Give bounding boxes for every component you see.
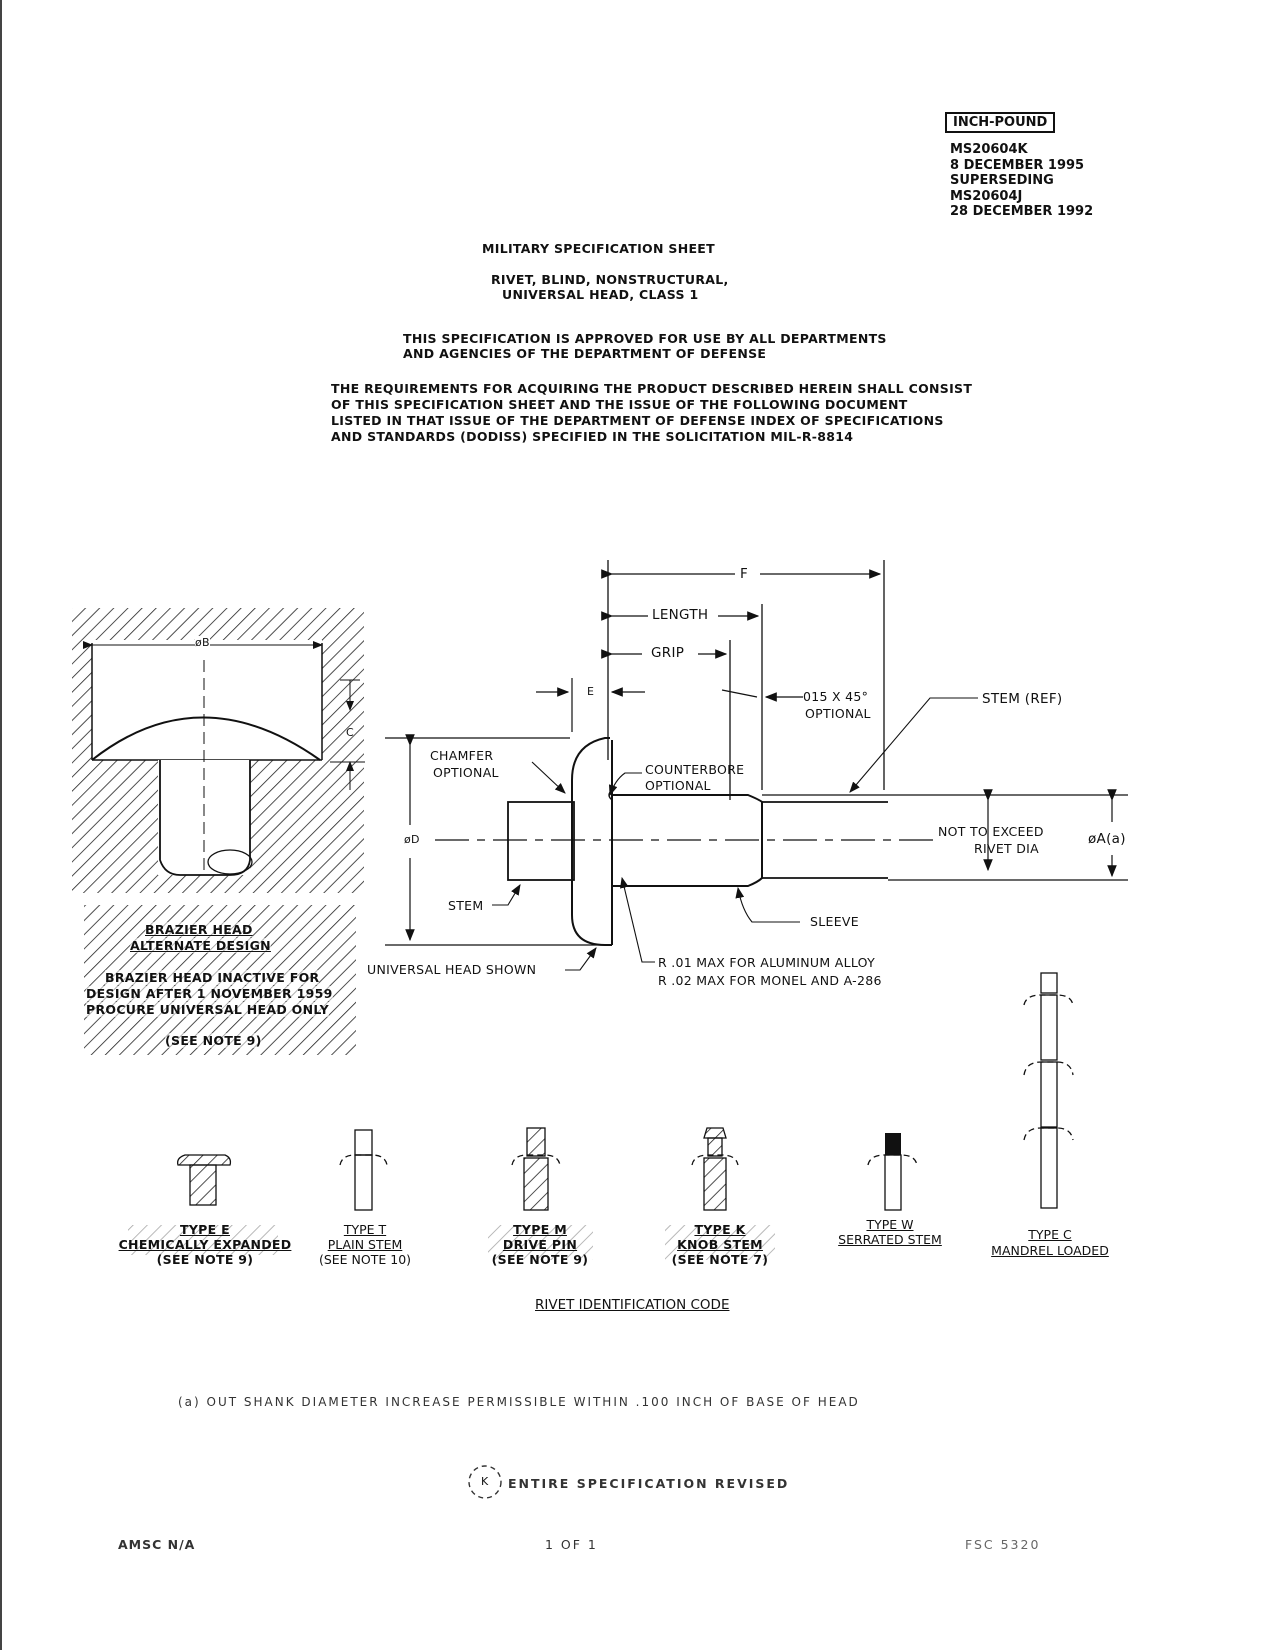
label-chamfer-optional: OPTIONAL	[805, 706, 871, 721]
footnote-a: (a) OUT SHANK DIAMETER INCREASE PERMISSI…	[178, 1395, 860, 1409]
label-dia-b: øB	[195, 636, 210, 649]
label-r01: R .01 MAX FOR ALUMINUM ALLOY	[658, 955, 876, 970]
label-length: LENGTH	[652, 607, 709, 623]
type-w-name: TYPE W	[866, 1217, 914, 1232]
superseded-date: 28 DECEMBER 1992	[950, 204, 1094, 219]
superseded-number: MS20604J	[950, 188, 1023, 204]
title-line1: RIVET, BLIND, NONSTRUCTURAL,	[491, 272, 729, 287]
type-w-desc: SERRATED STEM	[838, 1232, 942, 1247]
type-e-name: TYPE E	[120, 1222, 290, 1237]
label-f: F	[740, 566, 749, 582]
label-chamfer-optional-2: OPTIONAL	[433, 765, 499, 780]
inch-pound-box: INCH-POUND	[945, 112, 1056, 133]
requirements-line4: AND STANDARDS (DODISS) SPECIFIED IN THE …	[331, 429, 854, 444]
brazier-title-1: BRAZIER HEAD	[145, 922, 253, 937]
requirements-line3: LISTED IN THAT ISSUE OF THE DEPARTMENT O…	[331, 413, 944, 428]
type-t-name: TYPE T	[343, 1222, 387, 1237]
type-m-name: TYPE M	[480, 1222, 600, 1237]
brazier-head-detail	[72, 608, 365, 893]
type-k-note: (SEE NOTE 7)	[660, 1252, 780, 1267]
requirements-line1: THE REQUIREMENTS FOR ACQUIRING THE PRODU…	[331, 381, 973, 396]
label-stem-ref: STEM (REF)	[982, 691, 1063, 707]
doc-date: 8 DECEMBER 1995	[950, 157, 1085, 173]
type-c-icon	[1023, 972, 1074, 1209]
title-line2: UNIVERSAL HEAD, CLASS 1	[502, 287, 699, 302]
brazier-note-1: BRAZIER HEAD INACTIVE FOR	[105, 970, 320, 985]
footer-fsc: FSC 5320	[965, 1537, 1041, 1552]
requirements-line2: OF THIS SPECIFICATION SHEET AND THE ISSU…	[331, 397, 908, 412]
superseding-label: SUPERSEDING	[950, 173, 1054, 188]
label-c: C	[346, 726, 354, 739]
approval-line2: AND AGENCIES OF THE DEPARTMENT OF DEFENS…	[403, 346, 767, 361]
brazier-note-4: (SEE NOTE 9)	[165, 1033, 262, 1048]
brazier-note-3: PROCURE UNIVERSAL HEAD ONLY	[86, 1002, 330, 1017]
revision-symbol-icon	[468, 1465, 502, 1499]
label-dia-a: øA(a)	[1088, 831, 1126, 847]
label-e: E	[587, 685, 595, 698]
revision-symbol-letter: K	[481, 1475, 489, 1488]
type-t-note: (SEE NOTE 10)	[318, 1252, 412, 1267]
footer-amsc: AMSC N/A	[118, 1537, 196, 1552]
approval-line1: THIS SPECIFICATION IS APPROVED FOR USE B…	[403, 331, 887, 346]
label-counterbore-optional: OPTIONAL	[645, 778, 711, 793]
brazier-title-2: ALTERNATE DESIGN	[130, 938, 271, 953]
rivet-identification-code-title: RIVET IDENTIFICATION CODE	[535, 1297, 730, 1313]
type-t-desc: PLAIN STEM	[327, 1237, 403, 1252]
revision-text: ENTIRE SPECIFICATION REVISED	[508, 1476, 790, 1491]
type-c-name: TYPE C	[1028, 1227, 1072, 1242]
label-dia-d: øD	[404, 833, 420, 846]
document-id-block: MS20604K 8 DECEMBER 1995 SUPERSEDING MS2…	[950, 142, 1093, 220]
label-counterbore: COUNTERBORE	[645, 762, 745, 777]
type-e-desc: CHEMICALLY EXPANDED	[115, 1237, 295, 1252]
brazier-note-2: DESIGN AFTER 1 NOVEMBER 1959	[86, 986, 333, 1001]
page-left-edge	[0, 0, 2, 1650]
rivet-side-view	[385, 560, 1128, 971]
label-sleeve: SLEEVE	[810, 914, 859, 929]
type-c-desc: MANDREL LOADED	[991, 1243, 1109, 1258]
footer-page: 1 OF 1	[545, 1537, 598, 1552]
label-universal-head: UNIVERSAL HEAD SHOWN	[367, 962, 537, 977]
type-t-icon	[339, 1129, 388, 1211]
label-chamfer: CHAMFER	[430, 748, 494, 763]
type-k-desc: KNOB STEM	[660, 1237, 780, 1252]
type-k-name: TYPE K	[660, 1222, 780, 1237]
type-m-desc: DRIVE PIN	[480, 1237, 600, 1252]
type-m-note: (SEE NOTE 9)	[480, 1252, 600, 1267]
label-r02: R .02 MAX FOR MONEL AND A-286	[658, 973, 882, 988]
type-e-note: (SEE NOTE 9)	[120, 1252, 290, 1267]
label-stem: STEM	[448, 898, 484, 913]
label-not-exceed: NOT TO EXCEED	[938, 824, 1044, 839]
type-w-icon	[867, 1133, 918, 1211]
label-rivet-dia: RIVET DIA	[974, 841, 1039, 856]
label-chamfer-015: 015 X 45°	[803, 689, 869, 704]
label-grip: GRIP	[651, 645, 685, 661]
sheet-type: MILITARY SPECIFICATION SHEET	[482, 241, 715, 256]
doc-number: MS20604K	[950, 142, 1028, 157]
